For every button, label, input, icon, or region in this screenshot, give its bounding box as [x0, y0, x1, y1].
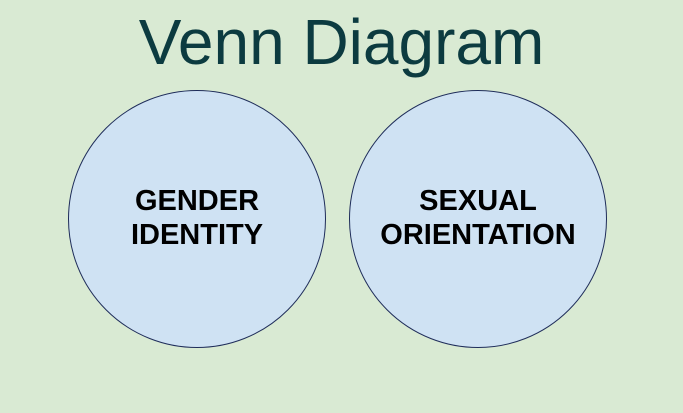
- circle-label-line: SEXUAL: [419, 185, 537, 217]
- circle-label-sexual-orientation: SEXUAL ORIENTATION: [278, 184, 678, 252]
- diagram-title: Venn Diagram: [138, 6, 545, 78]
- venn-circle-sexual-orientation: [349, 90, 607, 348]
- circle-label-line: ORIENTATION: [380, 219, 576, 251]
- circle-label-line: IDENTITY: [130, 219, 264, 251]
- circle-label-gender-identity: GENDER IDENTITY: [0, 184, 394, 252]
- venn-circle-gender-identity: [68, 90, 326, 348]
- circle-label-line: GENDER: [134, 185, 260, 217]
